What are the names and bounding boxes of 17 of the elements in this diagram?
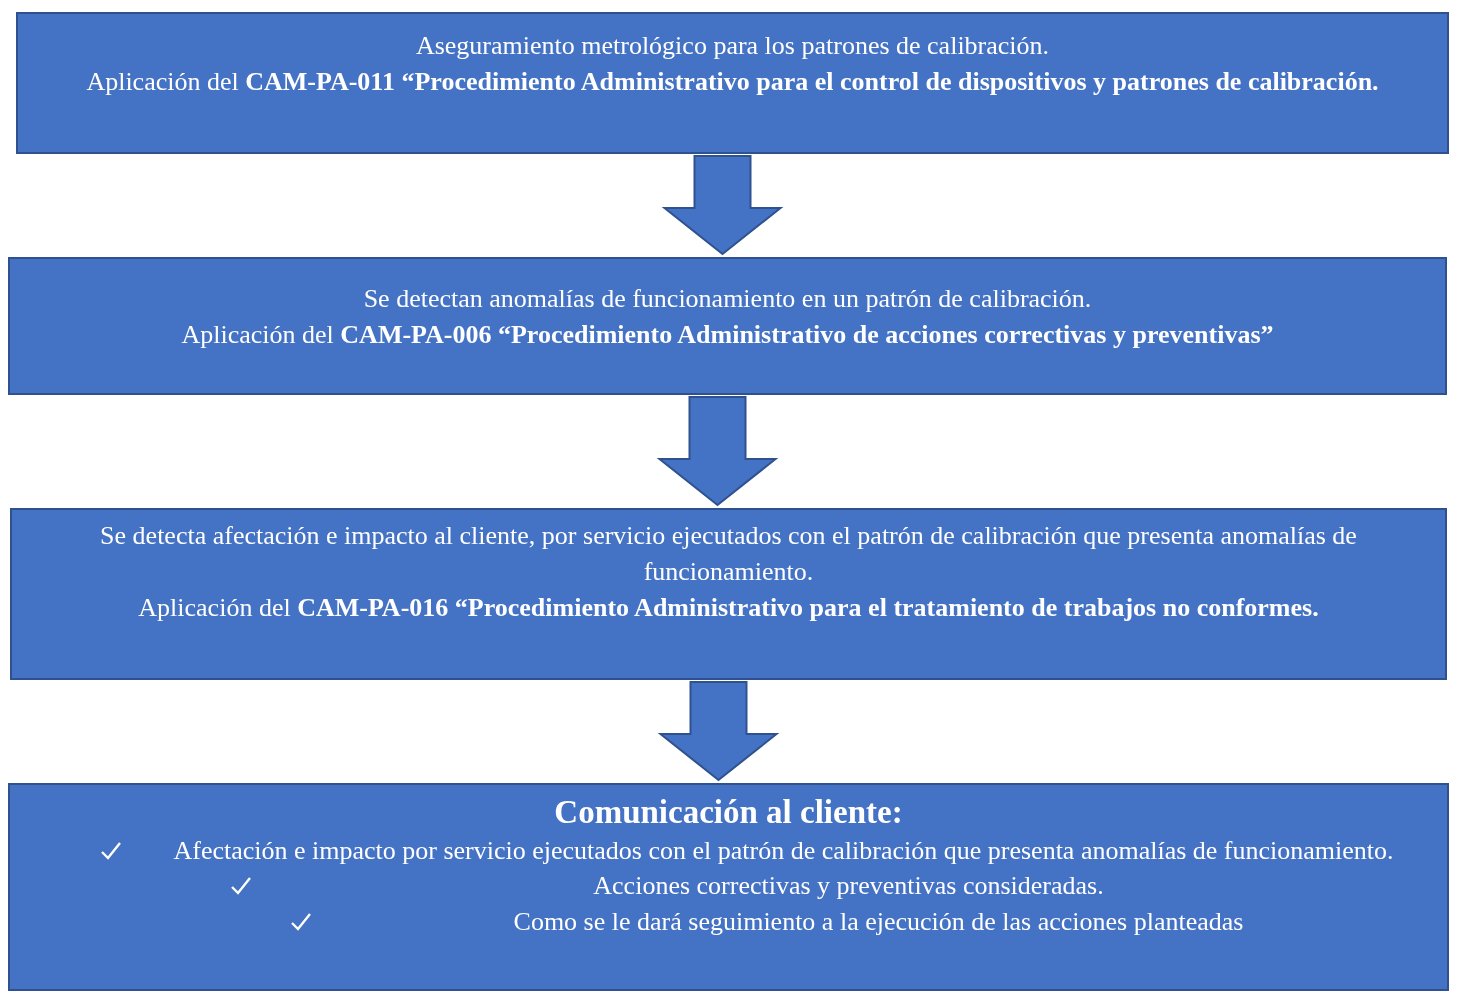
block-arrow bbox=[657, 681, 780, 782]
block-arrow bbox=[661, 155, 784, 256]
bullet-text: Como se le dará seguimiento a la ejecución de las acciones planteadas bbox=[512, 906, 1245, 939]
box-text: Aseguramiento metrológico para los patrones de calibración. bbox=[414, 30, 1051, 62]
box-text: Aplicación del CAM-PA-016 “Procedimiento Administrativo para el tratamiento de trabajos no conformes. bbox=[137, 591, 1320, 624]
heading: Comunicación al cliente: bbox=[553, 793, 904, 832]
process-box bbox=[8, 783, 1449, 991]
process-box bbox=[8, 257, 1447, 395]
bullet-text: Afectación e impacto por servicio ejecutados con el patrón de calibración que presenta anomalías de funcionamiento. bbox=[172, 834, 1395, 867]
box-text: Aplicación del CAM-PA-006 “Procedimiento Administrativo de acciones correctivas y preventivas” bbox=[180, 318, 1275, 351]
box-text: Se detectan anomalías de funcionamiento en un patrón de calibración. bbox=[362, 283, 1093, 315]
bullet-text: Acciones correctivas y preventivas consideradas. bbox=[592, 870, 1105, 903]
box-text: Aplicación del CAM-PA-011 “Procedimiento Administrativo para el control de dispositivos y patrones de calibración. bbox=[85, 65, 1380, 98]
process-box bbox=[16, 12, 1449, 154]
process-box bbox=[10, 508, 1447, 680]
block-arrow bbox=[656, 396, 779, 507]
box-text: Se detecta afectación e impacto al cliente, por servicio ejecutados con el patrón de calibración que presenta anomalías de funcionamiento. bbox=[99, 520, 1358, 588]
